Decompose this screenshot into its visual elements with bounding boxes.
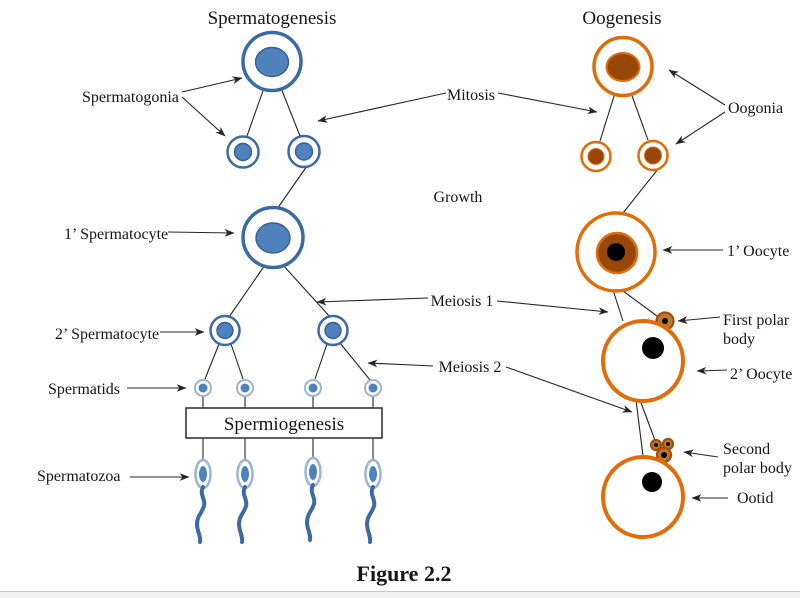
- secondary-spermatocyte-cell: [317, 314, 349, 347]
- spermatid-cell: [194, 379, 212, 397]
- second-polar-body-label-line1: Second: [723, 441, 770, 458]
- arrow-oogonia-lower: [675, 111, 726, 145]
- spermatids-label: Spermatids: [48, 381, 120, 398]
- spermatozoon-cell: [303, 456, 323, 542]
- primary-spermatocyte-label: 1’ Spermatocyte: [64, 226, 168, 243]
- page-edge: [0, 591, 800, 598]
- mitosis-label: Mitosis: [447, 87, 495, 104]
- connector-line: [230, 343, 244, 380]
- connector-line: [228, 264, 266, 318]
- second-polar-body-label-line2: polar body: [723, 460, 792, 477]
- connector-line: [281, 263, 332, 319]
- arrow-meiosis1-right: [496, 300, 609, 315]
- annotation-arrows: [127, 69, 728, 502]
- arrow-meiosis1-left: [316, 297, 429, 306]
- arrow-spermatogonia-lower: [181, 96, 226, 137]
- primary-oocyte-label: 1’ Oocyte: [727, 243, 789, 260]
- secondary-oocyte-cell: [601, 319, 685, 403]
- connector-line: [630, 92, 649, 141]
- connector-line: [314, 343, 328, 380]
- second-polar-body-cell: [649, 437, 675, 464]
- connector-line: [204, 343, 220, 380]
- ootid-label: Ootid: [737, 490, 773, 507]
- spermiogenesis-box: [185, 407, 383, 439]
- connector-line: [339, 342, 371, 381]
- spermatozoon-cell: [363, 458, 383, 544]
- title-spermatogenesis: Spermatogenesis: [208, 8, 337, 29]
- connector-line: [599, 92, 616, 142]
- secondary-oocyte-label: 2’ Oocyte: [730, 366, 792, 383]
- secondary-spermatocyte-label: 2’ Spermatocyte: [55, 326, 159, 343]
- spermatid-cell: [304, 379, 322, 397]
- spermatogenesis-tree-lines: [202, 87, 374, 459]
- arrow-meiosis2-right: [505, 366, 633, 413]
- arrow-mitosis-right: [497, 92, 598, 115]
- spermatogonia-label: Spermatogonia: [82, 89, 179, 106]
- arrow-second-polar-body: [683, 449, 719, 458]
- spermatogonium-cell: [241, 30, 303, 93]
- connector-line: [635, 399, 644, 457]
- spermatozoon-cell: [235, 458, 255, 544]
- connector-line: [639, 399, 657, 444]
- oogonium-cell: [592, 35, 654, 98]
- primary-oocyte-cell: [575, 211, 657, 293]
- connector-line: [622, 168, 659, 214]
- spermatid-cell: [364, 379, 382, 397]
- spermatid-cell: [236, 379, 254, 397]
- spermatozoa-label: Spermatozoa: [37, 468, 121, 485]
- arrow-spermatogonia-upper: [181, 76, 243, 93]
- connector-line: [276, 165, 308, 210]
- primary-spermatocyte-cell: [241, 205, 305, 270]
- figure-caption: Figure 2.2: [357, 561, 452, 586]
- arrow-meiosis2-left: [367, 359, 434, 368]
- oogonium-daughter-cell: [637, 139, 669, 172]
- oogenesis-tree-lines: [599, 92, 659, 457]
- growth-label: Growth: [434, 189, 483, 206]
- connector-line: [246, 87, 265, 137]
- spermatogonium-daughter-cell: [226, 135, 260, 169]
- oogonium-daughter-cell: [580, 140, 612, 173]
- connector-line: [612, 289, 624, 322]
- meiosis1-label: Meiosis 1: [431, 293, 494, 310]
- arrow-mitosis-left: [317, 92, 447, 123]
- spermatogonium-daughter-cell: [287, 134, 321, 169]
- spermatozoon-cell: [193, 458, 213, 544]
- first-polar-body-label-line2: body: [723, 331, 755, 348]
- connector-line: [618, 287, 658, 317]
- oogonia-label: Oogonia: [728, 100, 783, 117]
- connector-line: [280, 87, 301, 137]
- arrow-oogonia-upper: [668, 69, 726, 106]
- first-polar-body-label-line1: First polar: [723, 312, 790, 329]
- title-oogenesis: Oogenesis: [582, 8, 661, 29]
- arrow-first-polar-body: [677, 316, 721, 324]
- spermiogenesis-label: Spermiogenesis: [224, 414, 344, 435]
- arrow-primary-spermatocyte: [167, 229, 235, 237]
- arrow-secondary-oocyte: [696, 366, 728, 375]
- ootid-cell: [601, 455, 685, 539]
- secondary-spermatocyte-cell: [209, 314, 241, 347]
- meiosis2-label: Meiosis 2: [439, 359, 502, 376]
